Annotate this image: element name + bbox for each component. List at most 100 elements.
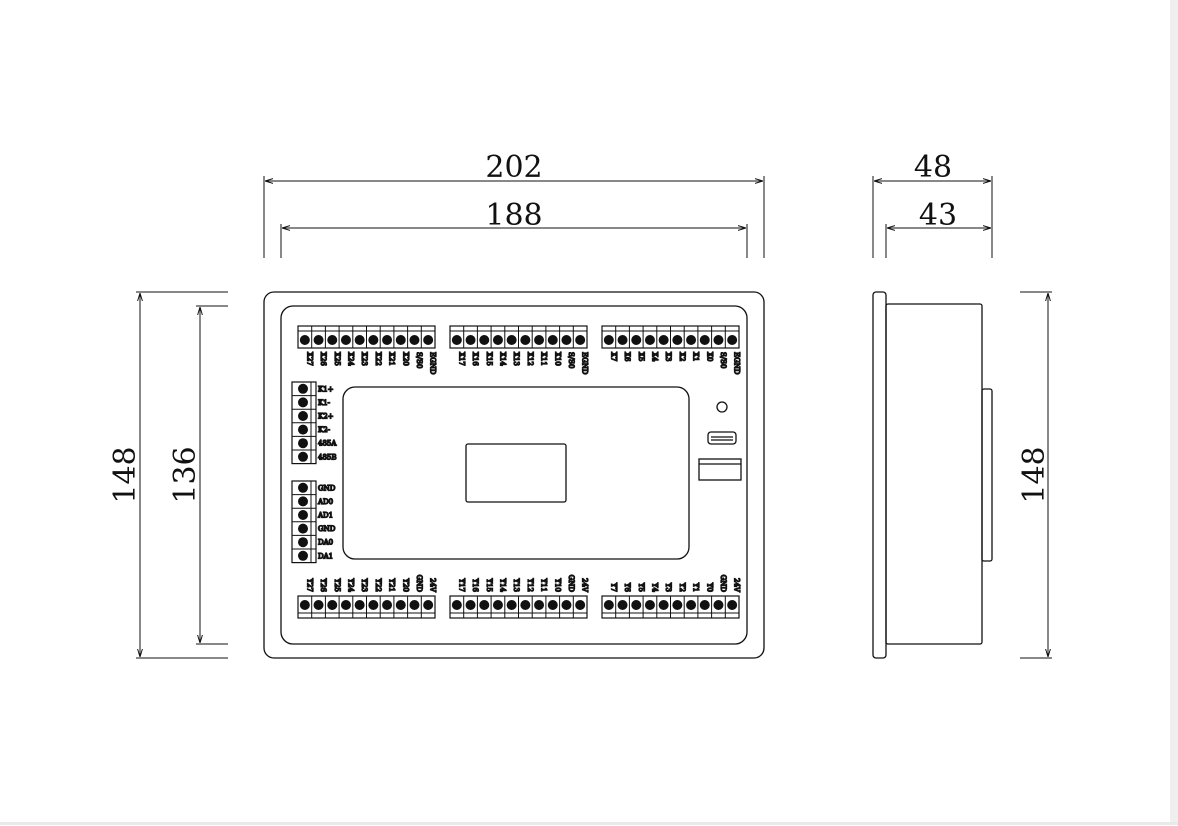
terminal-label: X15 [485,352,493,366]
terminal-screw [395,600,406,610]
terminal-label: DA0 [318,539,333,547]
terminal-label: Y1 [692,582,700,592]
terminal-label: X27 [305,352,313,366]
dim-label-188: 188 [485,198,542,233]
terminal-label: X25 [333,352,341,366]
terminal-screw [713,335,724,345]
terminal-screw [727,600,738,610]
side-view [872,291,993,659]
terminal-label: X4 [650,352,658,362]
dim-label-202: 202 [485,150,542,185]
terminal-screw [298,451,308,462]
terminal-screw [298,537,308,548]
terminal-label: X17 [457,352,465,366]
terminal-screw [298,383,308,394]
terminal-screw [299,335,310,345]
terminal-label: K1+ [318,385,334,393]
terminal-label: Y21 [388,577,396,592]
terminal-label: Y5 [637,582,645,592]
terminal-screw [644,600,655,610]
terminal-label: 24V [733,578,741,593]
side-bezel [872,291,887,659]
terminal-screw [506,335,517,345]
terminal-label: X26 [319,352,327,366]
terminal-screw [617,335,628,345]
side-connector [981,388,993,562]
terminal-label: X3 [664,352,672,361]
dim-label-136: 136 [168,446,203,503]
dim-label-148-side: 148 [1017,446,1052,503]
terminal-label: Y23 [360,577,368,592]
terminal-screw [298,550,308,561]
terminal-screw [354,335,365,345]
terminal-label: EGND [429,352,437,375]
terminal-label: GND [318,525,336,533]
terminal-label: X20 [401,352,409,366]
terminal-label: X13 [512,352,520,366]
terminal-label: X21 [388,352,396,366]
terminal-screw [492,335,503,345]
terminal-screw [298,482,308,493]
terminal-screw [547,335,558,345]
terminal-screw [575,335,586,345]
terminal-label: Y16 [471,577,479,592]
terminal-screw [672,600,683,610]
terminal-label: X14 [498,352,506,366]
dimension-lines-front [136,176,765,659]
terminal-label: X23 [360,352,368,366]
terminal-label: X5 [637,352,645,361]
terminal-label: 24V [581,578,589,593]
terminal-label: GND [719,575,727,593]
terminal-label: Y24 [346,577,354,592]
terminal-screw [313,600,324,610]
terminal-screw [686,335,697,345]
terminal-screw [727,335,738,345]
terminal-screw [298,510,308,520]
terminal-label: EGND [733,352,741,375]
terminal-screw [340,335,351,345]
terminal-label: AD1 [317,512,333,520]
terminal-screw [520,335,531,345]
terminal-screw [298,411,308,421]
terminal-label: Y10 [553,577,561,592]
terminal-label: Y11 [540,577,548,592]
terminal-screw [423,600,434,610]
terminal-label: Y22 [374,577,382,592]
terminal-label: S/S0 [567,352,575,368]
terminal-screw [479,335,490,345]
terminal-label: 24V [429,578,437,593]
terminal-label: Y13 [512,577,520,592]
terminal-screw [561,335,572,345]
terminal-screw [465,600,476,610]
terminal-label: AD0 [317,498,333,506]
terminal-screw [354,600,365,610]
terminal-screw [409,335,420,345]
terminal-screw [298,523,308,534]
terminal-screw [617,600,628,610]
terminal-label: GND [567,575,575,593]
terminal-label: X22 [374,352,382,366]
front-inner-outline [280,305,748,645]
terminal-label: Y7 [609,582,617,592]
terminal-label: Y2 [678,582,686,592]
terminal-screw [423,335,434,345]
terminal-label: X6 [623,352,631,362]
terminal-screw [534,600,545,610]
terminal-screw [534,335,545,345]
terminal-label: 485A [318,440,337,448]
terminal-label: GND [318,484,336,492]
terminal-screw [451,335,462,345]
terminal-label: X12 [526,352,534,366]
terminal-label: S/S0 [415,352,423,368]
dimension-lines-side [872,176,1052,659]
terminal-screw [631,600,642,610]
terminal-screw [479,600,490,610]
front-outer-outline [263,291,765,659]
